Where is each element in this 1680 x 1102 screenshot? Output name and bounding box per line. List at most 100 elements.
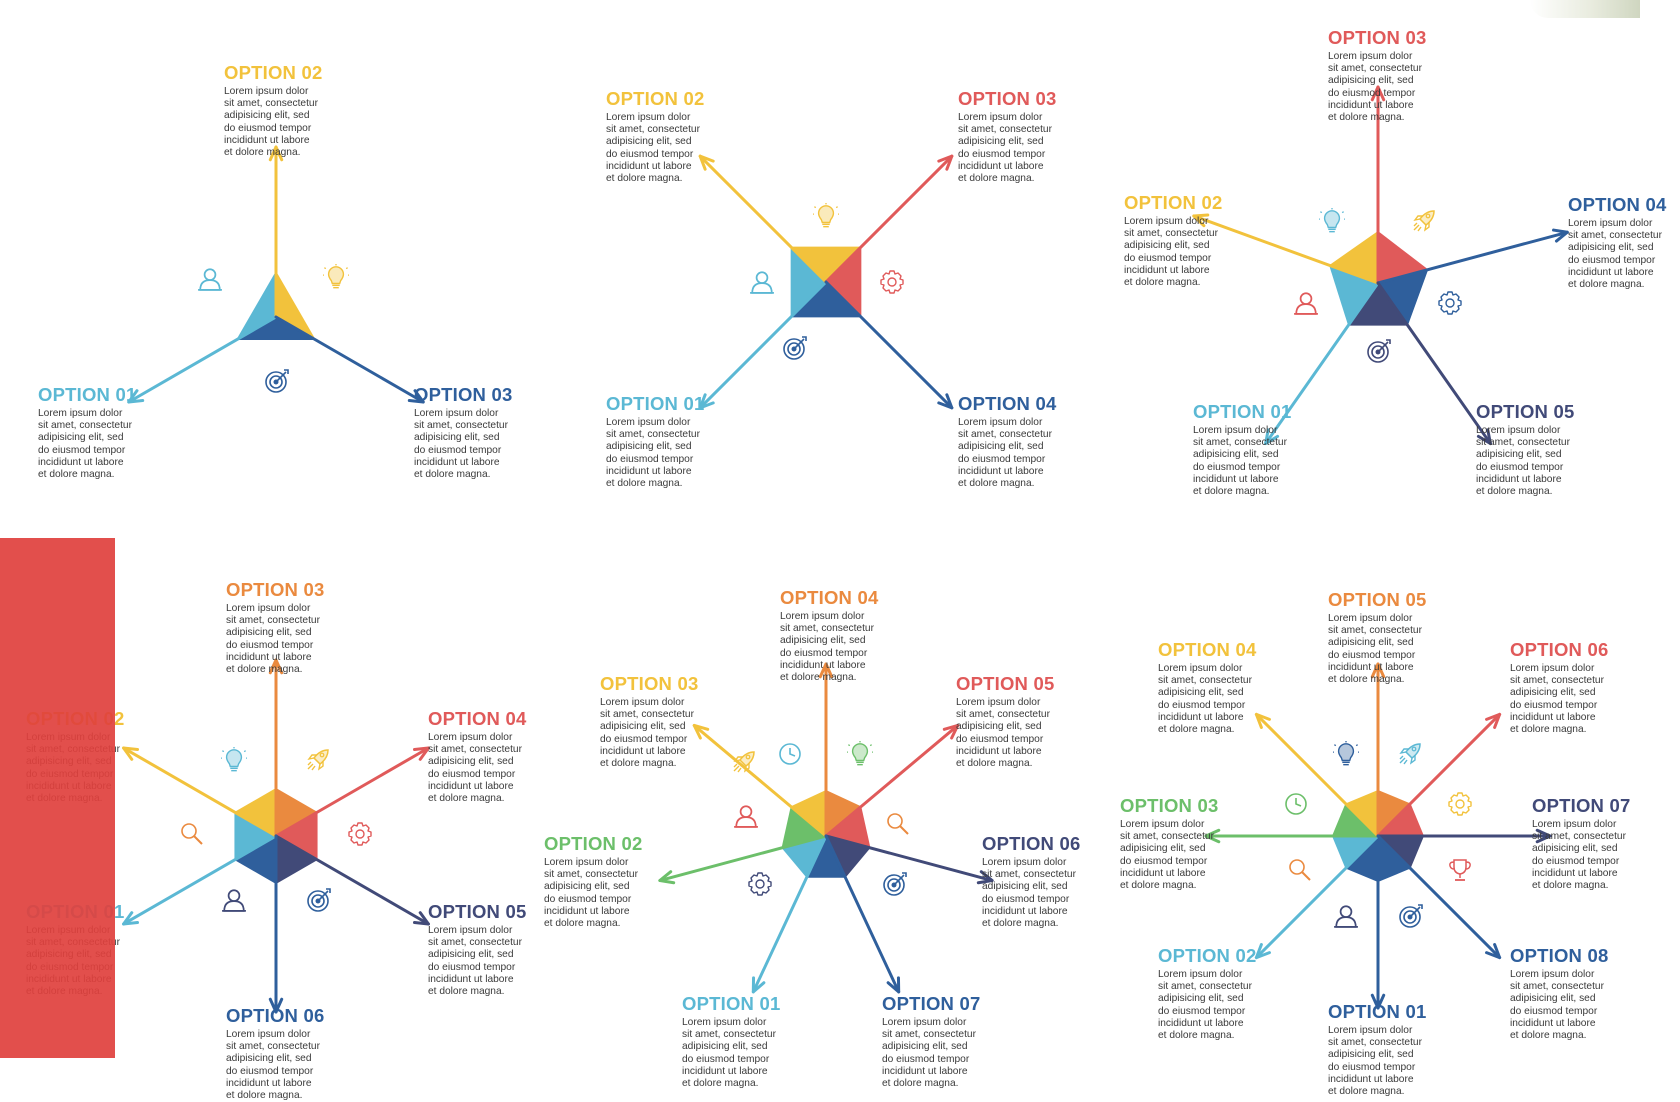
arrow-option-4	[824, 280, 954, 410]
center-segment-1	[234, 812, 276, 860]
option-title: OPTION 03	[600, 673, 699, 694]
center-segment-7	[806, 836, 846, 878]
clock-icon	[779, 743, 801, 765]
gear-icon	[880, 270, 904, 294]
option-title: OPTION 01	[1328, 1001, 1427, 1022]
arrow-option-3	[824, 154, 954, 284]
arrow-option-1	[122, 834, 278, 926]
center-segment-1	[1345, 836, 1378, 882]
arrow-option-6	[268, 834, 284, 1014]
option-label-6-3: OPTION 03 Lorem ipsum dolor sit amet, con…	[1120, 796, 1232, 892]
radial-diagram-2	[698, 154, 954, 410]
option-description: Lorem ipsum dolor sit amet, consectetur …	[226, 1029, 320, 1102]
radial-diagram-4	[122, 658, 430, 1014]
search-icon	[1289, 859, 1311, 881]
user-icon	[1293, 292, 1319, 315]
option-description: Lorem ipsum dolor sit amet, consectetur …	[224, 86, 318, 159]
center-segment-4	[1345, 790, 1378, 836]
center-segment-3	[276, 788, 318, 836]
radial-diagram-5	[658, 662, 994, 994]
option-title: OPTION 02	[224, 62, 323, 83]
option-title: OPTION 07	[1532, 795, 1631, 816]
option-description: Lorem ipsum dolor sit amet, consectetur …	[780, 611, 874, 684]
red-highlight-overlay	[0, 538, 115, 1058]
center-segment-3	[826, 246, 862, 318]
option-title: OPTION 03	[1120, 795, 1219, 816]
option-title: OPTION 03	[1328, 27, 1427, 48]
arrow-option-2	[698, 154, 828, 284]
center-segment-4	[1378, 269, 1429, 326]
clock-icon	[1285, 793, 1307, 815]
arrow-option-5	[1376, 281, 1492, 446]
option-description: Lorem ipsum dolor sit amet, consectetur …	[600, 697, 694, 770]
user-icon	[221, 889, 247, 912]
target-icon	[883, 872, 907, 896]
center-segment-4	[276, 812, 318, 860]
option-title: OPTION 04	[958, 393, 1057, 414]
option-label-5-6: OPTION 06 Lorem ipsum dolor sit amet, con…	[982, 834, 1094, 930]
lightbulb-icon	[1333, 741, 1359, 766]
option-description: Lorem ipsum dolor sit amet, consectetur …	[1328, 1025, 1422, 1098]
option-title: OPTION 07	[882, 993, 981, 1014]
option-title: OPTION 05	[428, 901, 527, 922]
lightbulb-icon	[323, 264, 349, 289]
trophy-icon	[1448, 859, 1472, 881]
option-description: Lorem ipsum dolor sit amet, consectetur …	[1158, 663, 1252, 736]
option-description: Lorem ipsum dolor sit amet, consectetur …	[1476, 425, 1570, 498]
option-description: Lorem ipsum dolor sit amet, consectetur …	[428, 732, 522, 805]
center-segment-3	[236, 317, 316, 340]
arrow-option-6	[1376, 712, 1502, 838]
option-label-5-4: OPTION 04 Lorem ipsum dolor sit amet, con…	[780, 588, 892, 684]
arrow-option-6	[824, 834, 994, 885]
option-description: Lorem ipsum dolor sit amet, consectetur …	[982, 857, 1076, 930]
corner-decoration	[1530, 0, 1640, 18]
option-title: OPTION 02	[1124, 192, 1223, 213]
option-title: OPTION 04	[1158, 639, 1257, 660]
center-segment-1	[236, 271, 276, 340]
option-title: OPTION 05	[1328, 589, 1427, 610]
arrow-option-2	[1192, 213, 1380, 285]
arrow-option-4	[818, 662, 834, 838]
option-title: OPTION 06	[982, 833, 1081, 854]
option-title: OPTION 06	[1510, 639, 1609, 660]
center-segment-7	[1378, 836, 1424, 869]
arrow-option-2	[1254, 834, 1380, 960]
arrow-option-2	[658, 834, 828, 885]
center-segment-1	[1329, 265, 1378, 326]
rocket-icon	[1413, 210, 1435, 232]
lightbulb-icon	[847, 741, 873, 766]
option-description: Lorem ipsum dolor sit amet, consectetur …	[1510, 969, 1604, 1042]
option-description: Lorem ipsum dolor sit amet, consectetur …	[606, 112, 700, 185]
center-segment-3	[1378, 231, 1429, 283]
option-description: Lorem ipsum dolor sit amet, consectetur …	[38, 408, 132, 481]
option-description: Lorem ipsum dolor sit amet, consectetur …	[1328, 613, 1422, 686]
option-title: OPTION 05	[1476, 401, 1575, 422]
center-segment-3	[1332, 803, 1378, 836]
arrow-option-3	[268, 658, 284, 838]
option-description: Lorem ipsum dolor sit amet, consectetur …	[1120, 819, 1214, 892]
arrow-option-7	[1376, 828, 1552, 844]
option-title: OPTION 02	[606, 88, 705, 109]
center-segment-3	[790, 790, 826, 836]
option-title: OPTION 04	[428, 708, 527, 729]
option-label-6-5: OPTION 05 Lorem ipsum dolor sit amet, con…	[1328, 590, 1440, 686]
option-label-4-4: OPTION 04 Lorem ipsum dolor sit amet, con…	[428, 709, 540, 805]
option-description: Lorem ipsum dolor sit amet, consectetur …	[544, 857, 638, 930]
option-description: Lorem ipsum dolor sit amet, consectetur …	[956, 697, 1050, 770]
option-title: OPTION 03	[958, 88, 1057, 109]
radial-diagram-6	[1204, 662, 1552, 1010]
option-title: OPTION 04	[780, 587, 879, 608]
option-title: OPTION 03	[414, 384, 513, 405]
option-title: OPTION 01	[1193, 401, 1292, 422]
center-segment-8	[1378, 836, 1411, 882]
